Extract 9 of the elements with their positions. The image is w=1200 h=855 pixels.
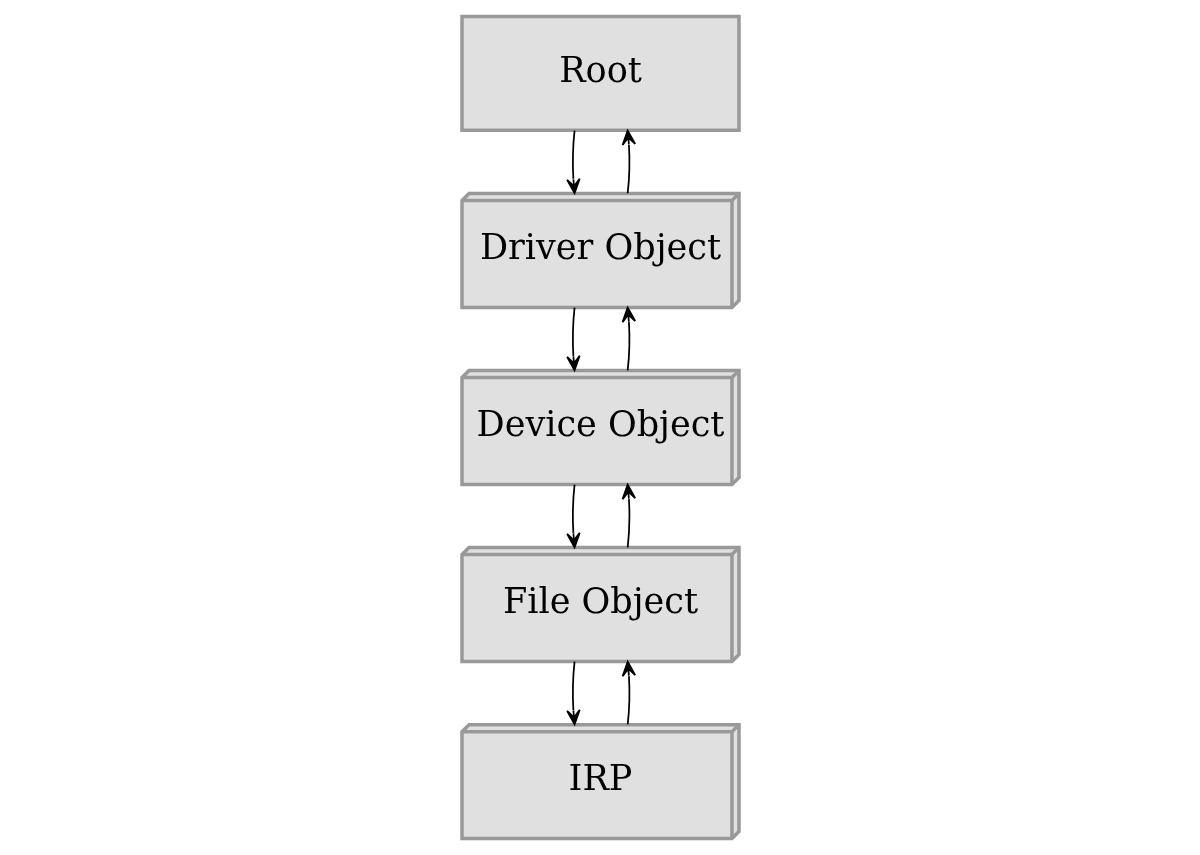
arrow <box>565 306 581 372</box>
arrow <box>621 129 636 195</box>
arrow <box>621 483 636 549</box>
arrow <box>565 483 581 549</box>
arrow <box>621 306 636 372</box>
arrow <box>565 660 581 726</box>
arrow <box>565 129 581 195</box>
arrow <box>621 660 636 726</box>
node-box: Root <box>459 14 741 133</box>
